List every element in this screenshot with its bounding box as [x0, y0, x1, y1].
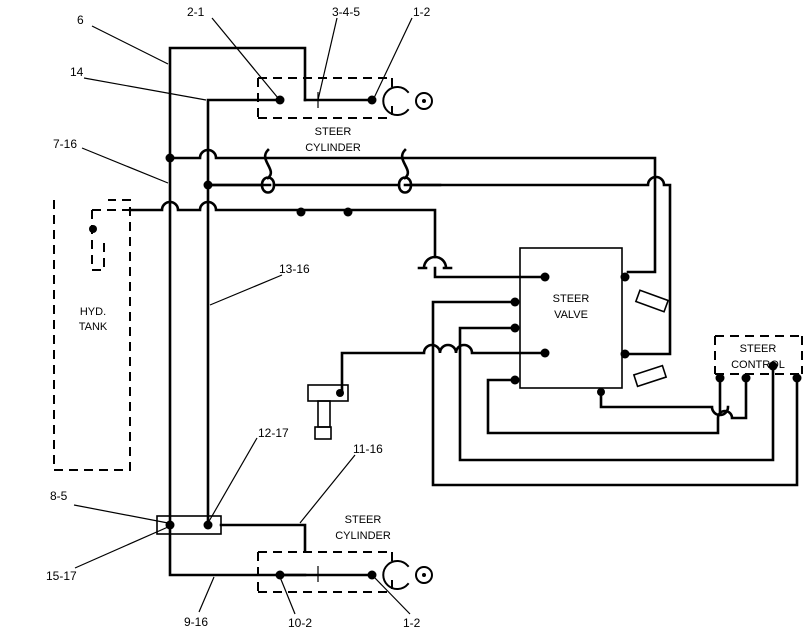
- hyd-tank-breather: [91, 209, 130, 271]
- tank-return-symbol: [417, 255, 453, 270]
- valve-port-g: [620, 349, 630, 359]
- manifold-port-2: [203, 520, 213, 530]
- steer-valve-box: [519, 247, 623, 389]
- hyd-tank-label-1: HYD.: [80, 306, 106, 318]
- pipe-line-185: [206, 175, 672, 356]
- callout-13-16: 13-16: [279, 262, 310, 276]
- pipe-control-1: [431, 300, 799, 487]
- junction-210-a: [296, 207, 306, 217]
- steer-control-label-1: STEER: [740, 343, 777, 355]
- pipe-line-210: [128, 200, 437, 259]
- junction-158: [165, 153, 175, 163]
- control-port-4: [792, 373, 802, 383]
- callout-7-16: 7-16: [53, 137, 77, 151]
- callout-leaders: [73, 17, 413, 615]
- steer-valve-label-1: STEER: [553, 293, 590, 305]
- junction-210-b: [343, 207, 353, 217]
- top-cylinder-label-1: STEER: [315, 126, 352, 138]
- callout-3-4-5: 3-4-5: [332, 5, 360, 19]
- pipe-control-3: [486, 376, 748, 435]
- steer-valve-label-2: VALVE: [554, 309, 588, 321]
- junction-185: [203, 180, 213, 190]
- top-steer-cylinder-outline: [257, 77, 393, 119]
- control-port-2: [741, 373, 751, 383]
- bottom-cylinder-wheel-symbol: [382, 560, 433, 590]
- control-port-3: [768, 361, 778, 371]
- top-cylinder-label-2: CYLINDER: [305, 142, 361, 154]
- callout-1-2-top: 1-2: [413, 5, 431, 19]
- callout-2-1: 2-1: [187, 5, 205, 19]
- callout-9-16: 9-16: [184, 615, 208, 629]
- callout-8-5: 8-5: [50, 489, 68, 503]
- control-port-1: [715, 373, 725, 383]
- steering-unit-symbol: [307, 384, 349, 440]
- hyd-tank-label-2: TANK: [79, 321, 108, 333]
- callout-1-2-bottom: 1-2: [403, 616, 421, 630]
- valve-line-a: [433, 266, 547, 279]
- callout-12-17: 12-17: [258, 426, 289, 440]
- tank-fill-port: [89, 225, 97, 233]
- callout-6: 6: [77, 13, 84, 27]
- pipe-control-4: [599, 390, 730, 417]
- top-cylinder-wheel-symbol: [382, 86, 433, 116]
- callout-15-17: 15-17: [46, 569, 77, 583]
- hyd-tank-outline: [53, 199, 131, 471]
- pipe-right-riser: [206, 98, 282, 527]
- bottom-cylinder-label-1: STEER: [345, 514, 382, 526]
- bottom-cylinder-port-1: [275, 570, 285, 580]
- bottom-steer-cylinder-outline: [257, 551, 393, 593]
- callout-10-2: 10-2: [288, 616, 312, 630]
- callout-11-16: 11-16: [353, 442, 383, 456]
- pipe-steering-input: [340, 343, 547, 392]
- pipe-manifold-out: [219, 523, 307, 552]
- bottom-cylinder-label-2: CYLINDER: [335, 530, 391, 542]
- valve-port-f: [620, 272, 630, 282]
- valve-plug-upper: [634, 289, 670, 313]
- callout-14: 14: [70, 65, 84, 79]
- pipe-left-riser: [168, 46, 307, 577]
- pipe-line-158: [168, 148, 657, 274]
- pipe-control-2: [458, 326, 775, 462]
- valve-plug-lower: [632, 364, 668, 388]
